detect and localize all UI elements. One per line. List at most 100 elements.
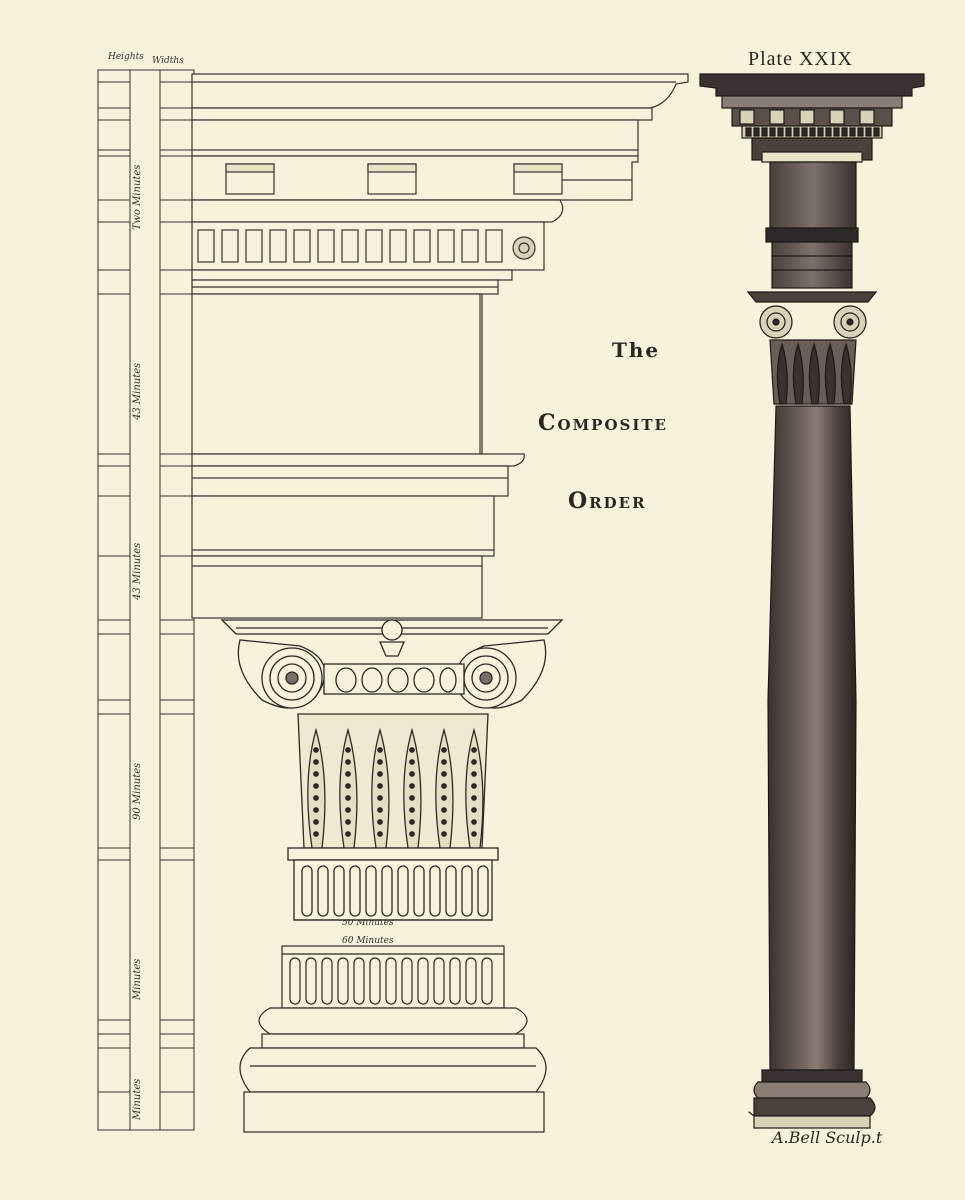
leaf-detail xyxy=(345,819,351,825)
flute xyxy=(301,865,313,917)
leaf-detail xyxy=(441,831,447,837)
flute xyxy=(365,865,377,917)
acanthus-leaf xyxy=(824,341,836,405)
leaf-detail xyxy=(441,807,447,813)
flute xyxy=(465,957,477,1005)
dentil xyxy=(461,229,479,263)
leaf-detail xyxy=(409,795,415,801)
leaf-detail xyxy=(409,831,415,837)
flute xyxy=(381,865,393,917)
flute xyxy=(397,865,409,917)
leaf-detail xyxy=(313,759,319,765)
leaf-detail xyxy=(471,819,477,825)
base-label-lower: 60 Minutes xyxy=(342,936,394,946)
engraver-signature: A.Bell Sculp.t xyxy=(772,1128,883,1147)
flute xyxy=(449,957,461,1005)
modillion xyxy=(859,109,875,125)
leaf-detail xyxy=(345,759,351,765)
leaf-detail xyxy=(377,771,383,777)
flute xyxy=(349,865,361,917)
flute xyxy=(317,865,329,917)
full-column xyxy=(699,73,925,1129)
acanthus-leaf xyxy=(776,341,788,405)
leaf-detail xyxy=(313,771,319,777)
acanthus-leaf xyxy=(339,727,358,849)
flute xyxy=(481,957,493,1005)
flute xyxy=(289,957,301,1005)
leaf-detail xyxy=(441,759,447,765)
dentil xyxy=(365,229,383,263)
plate-number: Plate XXIX xyxy=(748,48,853,70)
acanthus-leaf xyxy=(371,727,390,849)
flute xyxy=(445,865,457,917)
leaf-detail xyxy=(377,831,383,837)
modillion xyxy=(769,109,785,125)
dentil xyxy=(769,127,776,137)
flute xyxy=(321,957,333,1005)
flute xyxy=(477,865,489,917)
dentil xyxy=(809,127,816,137)
dentil xyxy=(793,127,800,137)
flute xyxy=(401,957,413,1005)
title-line-the: The xyxy=(612,338,661,362)
capital-detail xyxy=(220,619,564,921)
leaf-detail xyxy=(377,783,383,789)
leaf-detail xyxy=(409,819,415,825)
leaf-detail xyxy=(471,771,477,777)
leaf-detail xyxy=(345,771,351,777)
leaf-detail xyxy=(441,795,447,801)
scale-header-heights: Heights xyxy=(108,52,144,62)
leaf-detail xyxy=(313,819,319,825)
leaf-detail xyxy=(409,807,415,813)
leaf-detail xyxy=(409,771,415,777)
flute xyxy=(385,957,397,1005)
leaf-detail xyxy=(441,819,447,825)
dentil xyxy=(825,127,832,137)
dentil xyxy=(833,127,840,137)
base-label-upper: 50 Minutes xyxy=(342,918,394,928)
dentil xyxy=(245,229,263,263)
dentil xyxy=(437,229,455,263)
acanthus-leaf xyxy=(808,341,820,405)
dentil xyxy=(269,229,287,263)
leaf-detail xyxy=(471,807,477,813)
leaf-detail xyxy=(471,795,477,801)
dentil xyxy=(761,127,768,137)
acanthus-leaf xyxy=(792,341,804,405)
flute xyxy=(413,865,425,917)
leaf-detail xyxy=(313,795,319,801)
dentil xyxy=(745,127,752,137)
scale-header-widths: Widths xyxy=(152,56,184,66)
leaf-detail xyxy=(345,831,351,837)
dentil xyxy=(341,229,359,263)
flute xyxy=(417,957,429,1005)
scale-column xyxy=(97,69,195,1131)
acanthus-leaf xyxy=(840,341,852,405)
leaf-detail xyxy=(345,795,351,801)
leaf-detail xyxy=(441,747,447,753)
dentil xyxy=(785,127,792,137)
leaf-detail xyxy=(377,819,383,825)
dentil xyxy=(841,127,848,137)
leaf-detail xyxy=(313,747,319,753)
flute xyxy=(353,957,365,1005)
dentil xyxy=(777,127,784,137)
leaf-detail xyxy=(377,795,383,801)
modillion xyxy=(799,109,815,125)
leaf-detail xyxy=(441,771,447,777)
flute xyxy=(337,957,349,1005)
dentil xyxy=(197,229,215,263)
leaf-detail xyxy=(377,759,383,765)
leaf-detail xyxy=(345,807,351,813)
dentil xyxy=(317,229,335,263)
dentil xyxy=(413,229,431,263)
dentil xyxy=(857,127,864,137)
leaf-detail xyxy=(377,747,383,753)
leaf-detail xyxy=(409,759,415,765)
dentil xyxy=(485,229,503,263)
base-detail xyxy=(239,945,547,1133)
dentil xyxy=(865,127,872,137)
leaf-detail xyxy=(471,747,477,753)
